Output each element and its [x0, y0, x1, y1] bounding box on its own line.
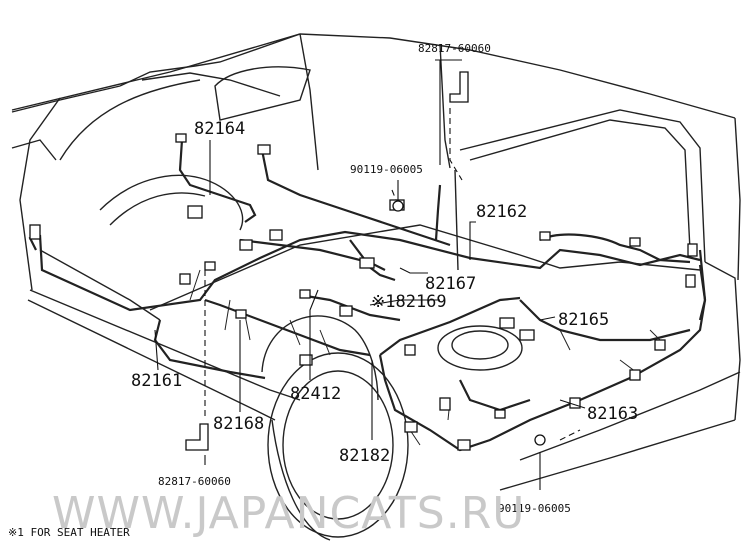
part-label: 82163 — [587, 404, 638, 424]
connector — [519, 329, 535, 341]
connector — [439, 397, 451, 411]
vehicle-body — [11, 33, 741, 541]
connector — [29, 224, 41, 240]
part-label: 82162 — [476, 202, 527, 222]
part-label: 90119-06005 — [350, 163, 423, 176]
connector — [235, 309, 247, 319]
connector — [654, 339, 666, 351]
part-label: 82182 — [339, 446, 390, 466]
connector — [494, 409, 506, 419]
connector — [204, 261, 216, 271]
connector — [629, 237, 641, 247]
bolt-icon — [392, 200, 404, 212]
part-label: 90119-06005 — [498, 502, 571, 515]
connector — [299, 289, 311, 299]
connector — [359, 257, 375, 269]
connector — [457, 439, 471, 451]
connector — [179, 273, 191, 285]
connector — [175, 133, 187, 143]
part-label: 82167 — [425, 274, 476, 294]
part-label: ※182169 — [371, 292, 447, 312]
part-label: 82412 — [290, 384, 341, 404]
part-labels: 82817-60060 82164 90119-06005 82162 8216… — [8, 42, 638, 539]
connector — [187, 205, 203, 219]
part-label: 82168 — [213, 414, 264, 434]
bolt-icon — [534, 434, 546, 446]
part-label: 82165 — [558, 310, 609, 330]
clip-icon — [449, 71, 469, 103]
watermark: WWW.JAPANCATS.RU — [52, 488, 525, 539]
connectors — [29, 133, 698, 451]
leader-lines — [154, 59, 586, 490]
part-label: 82164 — [194, 119, 245, 139]
connector — [539, 231, 551, 241]
connector — [299, 354, 313, 366]
part-label: 82161 — [131, 371, 182, 391]
part-label: 82817-60060 — [158, 475, 231, 488]
part-label: 82817-60060 — [418, 42, 491, 55]
footnote: ※1 FOR SEAT HEATER — [8, 526, 130, 539]
connector — [239, 239, 253, 251]
connector — [269, 229, 283, 241]
connector — [404, 421, 418, 433]
connector — [257, 144, 271, 155]
connector — [404, 344, 416, 356]
connector — [339, 305, 353, 317]
connector — [569, 397, 581, 409]
connector — [499, 317, 515, 329]
clip-icon — [185, 423, 209, 451]
connector — [685, 274, 696, 288]
connector — [629, 369, 641, 381]
connector — [687, 243, 698, 257]
